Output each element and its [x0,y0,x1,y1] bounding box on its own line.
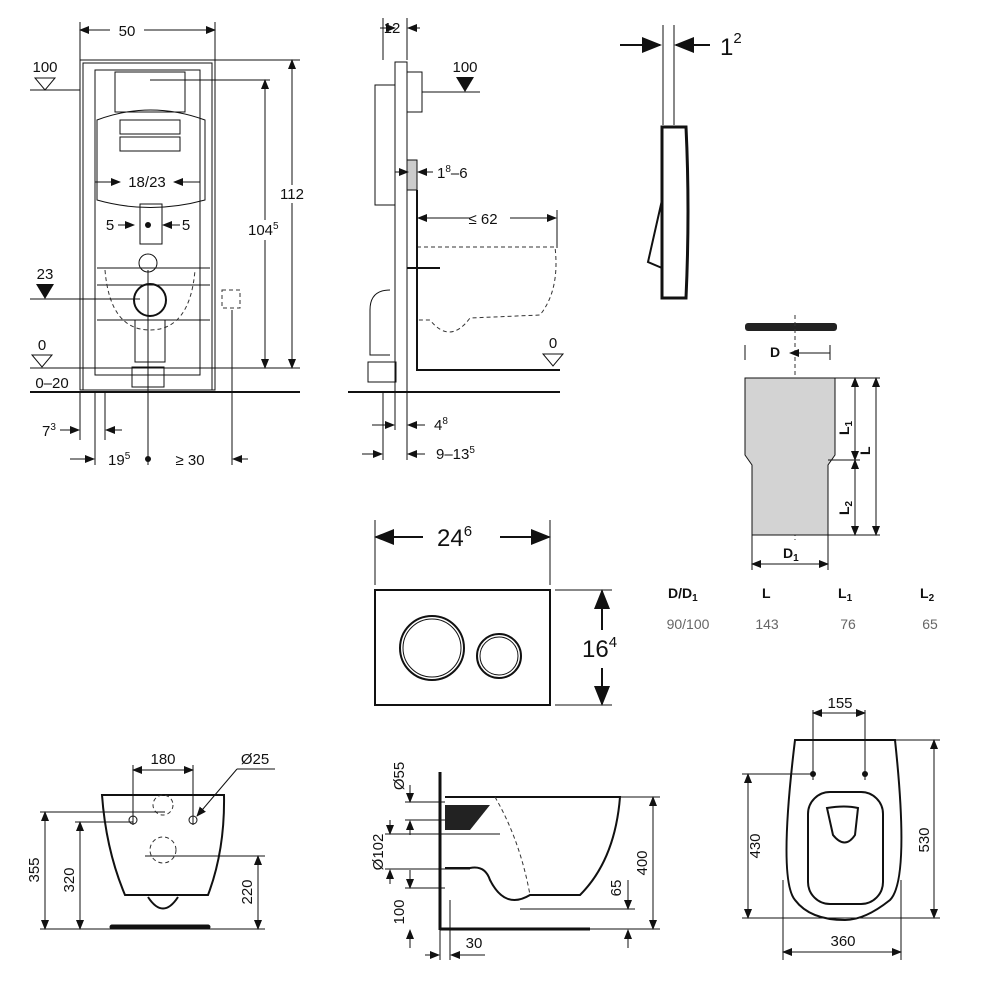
level-floor-label: 0 [38,337,46,354]
side-65-label: 65 [608,880,625,897]
table-header-l2: L2 [920,585,935,604]
foot-range-label: 9–135 [436,445,475,463]
table-value-l1: 76 [840,616,856,632]
pipe-l-label: L [857,446,873,455]
side-d55-label: Ø55 [391,762,408,790]
frame-side-view: 12 100 18–6 ≤ 62 0 48 9–135 [348,18,565,463]
min-side-label: ≥ 30 [175,452,204,469]
flush-plate-front: 246 164 [374,520,617,706]
table-header-d: D/D1 [668,585,698,604]
table-header-l: L [762,585,771,601]
pipe-l2-label: L2 [836,500,855,515]
pipe-adapter-drawing: D L1 L L2 D1 [744,315,880,570]
side-level-floor-label: 0 [549,335,557,352]
offset-left-label: 5 [106,217,114,234]
back-hole-spacing-label: 180 [150,751,175,768]
frame-front-view: 50 100 112 1045 18/23 5 5 23 0 0–20 73 1… [30,22,308,469]
top-530-label: 530 [916,827,933,852]
bowl-top-view: 155 430 530 360 [742,695,940,960]
floor-range-label: 0–20 [35,375,68,392]
leg-offset-label: 73 [42,422,56,440]
back-320-label: 320 [61,867,78,892]
bowl-projection-label: ≤ 62 [468,211,497,228]
plate-height-label: 164 [582,634,617,663]
foot-offset-label: 48 [434,416,448,434]
level-supply-label: 23 [37,266,54,283]
pipe-dimension-table: D/D1 L L1 L2 90/100 143 76 65 [667,585,938,632]
table-value-l: 143 [755,616,779,632]
back-355-label: 355 [26,857,43,882]
offset-right-label: 5 [182,217,190,234]
height-total-label: 112 [280,186,304,203]
top-360-label: 360 [830,933,855,950]
wall-thickness-label: 18–6 [437,164,468,182]
table-value-l2: 65 [922,616,938,632]
side-100-label: 100 [391,899,408,924]
flush-plate-profile: 12 [620,25,742,300]
pipe-l1-label: L1 [836,420,855,435]
bowl-back-view: 180 Ø25 355 320 220 [26,751,275,930]
pipe-d1-label: D1 [783,545,799,564]
table-value-d: 90/100 [667,616,710,632]
height-inner-label: 1045 [248,221,279,239]
level-top-label: 100 [32,59,57,76]
plate-width-label: 246 [437,523,472,552]
side-level-top-label: 100 [452,59,477,76]
side-30-label: 30 [466,935,483,952]
frame-width-label: 50 [119,23,136,40]
plate-thickness-label: 12 [720,30,742,61]
side-400-label: 400 [634,850,651,875]
back-220-label: 220 [239,879,256,904]
hole-diameter-label: Ø25 [241,751,269,768]
top-hole-spacing-label: 155 [827,695,852,712]
side-depth-label: 12 [384,20,401,37]
center-offset-label: 195 [108,451,131,469]
bowl-side-view: Ø55 Ø102 100 30 400 65 [370,762,660,960]
spacing-label: 18/23 [128,174,166,191]
top-430-label: 430 [747,833,764,858]
pipe-d-label: D [770,344,780,360]
table-header-l1: L1 [838,585,853,604]
side-d102-label: Ø102 [370,834,387,871]
